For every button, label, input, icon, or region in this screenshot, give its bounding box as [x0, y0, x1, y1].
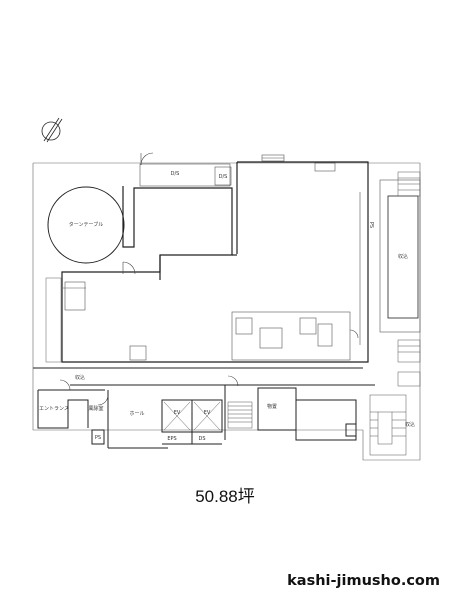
label-turntable: ターンテーブル [69, 221, 103, 228]
label-hall: ホール [129, 411, 144, 417]
building-walls [45, 161, 369, 363]
label-entrance: エントランス [39, 406, 69, 412]
label-ds-top: D/S [171, 171, 180, 177]
label-ps-bottom: PS [95, 435, 101, 441]
label-eps: EPS [167, 436, 176, 442]
interior-lines [63, 154, 421, 361]
elevator-marks [163, 401, 221, 431]
label-storage-right: 収込 [398, 253, 408, 260]
site-url: kashi-jimusho.com [287, 573, 440, 589]
stairs [227, 171, 421, 456]
floor-area: 50.88坪 [195, 487, 255, 506]
label-ds-bottom: DS [198, 436, 205, 442]
door-swings [59, 152, 359, 406]
turntable [47, 186, 125, 264]
label-ds-small: D/S [219, 174, 228, 180]
label-wind-room: 風除室 [88, 405, 103, 412]
label-ev-1: EV [174, 410, 181, 416]
north-arrow-icon [41, 117, 63, 143]
lower-floor-walls [33, 367, 375, 449]
label-storeroom: 物置 [267, 403, 277, 410]
label-ev-2: EV [204, 410, 211, 416]
label-pipe-shaft: PS [368, 222, 374, 228]
label-storage-stair: 収込 [405, 421, 415, 428]
label-storage-left: 収込 [75, 374, 85, 381]
site-outline [32, 162, 421, 461]
